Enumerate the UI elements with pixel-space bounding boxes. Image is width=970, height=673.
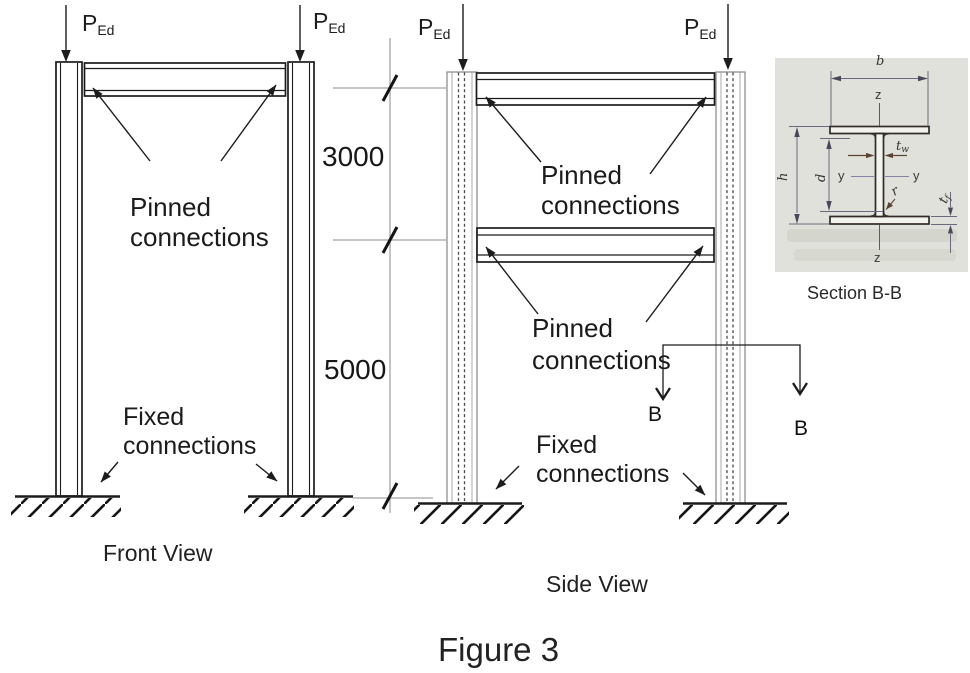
dimension-line — [333, 38, 446, 513]
side-pinned-label-top: Pinned connections — [541, 160, 680, 220]
load-arrow-front-right — [295, 5, 305, 62]
tw-dimension — [848, 152, 907, 159]
side-fixed-label: Fixed connections — [536, 431, 670, 488]
side-pinned-label-bottom: Pinned connections — [532, 313, 671, 375]
section-label-z-bottom: z — [874, 250, 881, 265]
dimension-ticks — [381, 74, 399, 510]
front-view — [11, 5, 354, 517]
section-detail-drawing — [775, 58, 968, 272]
d-dimension — [820, 138, 883, 212]
section-marker-left: B — [648, 403, 663, 426]
side-left-support — [414, 502, 524, 524]
section-marker-right: B — [794, 417, 809, 440]
i-beam-cross-section — [829, 125, 930, 225]
section-cut-line — [655, 344, 808, 402]
scan-background — [775, 58, 968, 272]
section-label-h: h — [776, 172, 791, 181]
side-top-beam — [475, 72, 716, 106]
side-right-column — [715, 71, 746, 504]
front-pinned-leader-arrows — [92, 84, 277, 162]
dimension-5000: 5000 — [324, 354, 387, 385]
h-dimension — [789, 126, 829, 225]
tf-dimension — [931, 192, 957, 253]
side-second-beam — [476, 227, 715, 263]
front-beam — [83, 62, 287, 97]
r-leader-arrow — [885, 198, 896, 210]
section-label-y-right: y — [913, 168, 920, 183]
side-view-label: Side View — [546, 571, 648, 597]
front-view-label: Front View — [103, 540, 213, 566]
front-fixed-leader-arrows — [100, 461, 278, 483]
section-label-z-top: z — [875, 87, 882, 102]
side-left-column — [446, 71, 478, 504]
load-label-side-right: PEd — [684, 14, 717, 42]
load-label-front-left: PEd — [82, 10, 115, 38]
side-pinned-leader-arrows-bottom — [485, 245, 704, 323]
front-right-support — [244, 495, 354, 517]
figure-caption: Figure 3 — [438, 631, 560, 668]
section-label-d: d — [814, 173, 829, 182]
load-label-side-left: PEd — [418, 14, 451, 42]
side-fixed-leader-arrows — [495, 465, 706, 496]
side-right-support — [679, 502, 789, 524]
section-label-b: b — [876, 54, 885, 69]
front-left-column — [55, 61, 83, 497]
front-pinned-label: Pinned connections — [130, 192, 269, 252]
dimension-3000: 3000 — [322, 141, 385, 172]
front-fixed-label: Fixed connections — [123, 403, 257, 460]
front-left-support — [11, 495, 121, 517]
section-label-tw: tw — [896, 139, 909, 155]
b-dimension — [830, 71, 929, 126]
load-arrow-side-right — [723, 4, 733, 70]
section-label-y-left: y — [838, 168, 845, 183]
load-arrow-side-left — [458, 4, 468, 71]
load-label-front-right: PEd — [313, 8, 346, 36]
front-right-column — [287, 61, 315, 497]
side-pinned-leader-arrows-top — [485, 96, 707, 175]
section-caption: Section B-B — [807, 283, 903, 303]
load-arrow-front-left — [61, 5, 71, 62]
side-view — [414, 4, 808, 524]
